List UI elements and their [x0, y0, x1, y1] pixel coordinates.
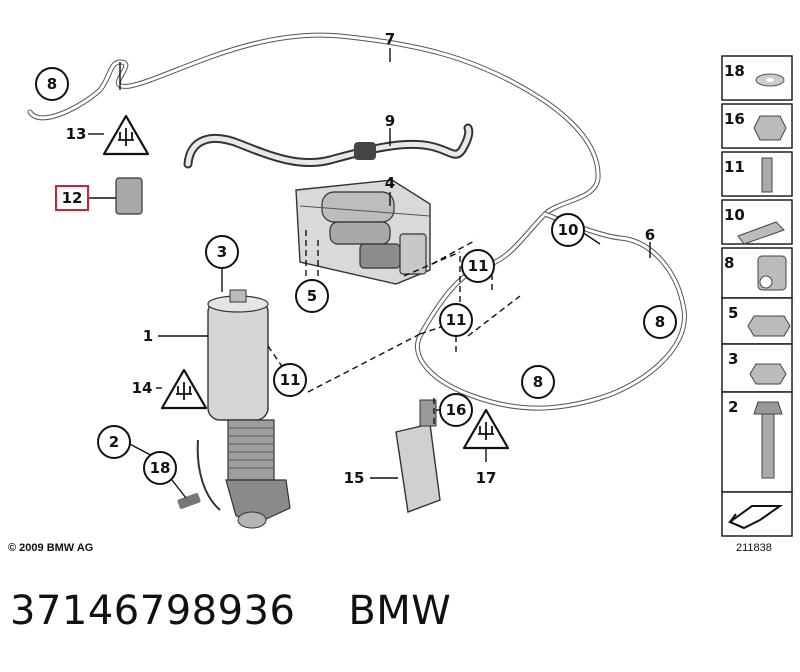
callout-4: 4	[385, 174, 395, 192]
callout-10: 10	[551, 213, 585, 247]
callout-11: 11	[439, 303, 473, 337]
svg-text:15: 15	[344, 469, 365, 487]
svg-text:13: 13	[66, 125, 87, 143]
compressor-unit	[295, 179, 431, 285]
callout-12: 12	[55, 185, 89, 211]
callout-16: 16	[439, 393, 473, 427]
legend-item-5: 5	[721, 297, 793, 345]
svg-text:10: 10	[724, 206, 745, 224]
svg-text:1: 1	[143, 327, 153, 345]
svg-text:8: 8	[724, 254, 734, 272]
callout-9: 9	[385, 112, 395, 130]
warning-triangle-icon	[160, 368, 208, 410]
svg-text:8: 8	[47, 75, 57, 93]
svg-text:18: 18	[724, 62, 745, 80]
svg-text:10: 10	[558, 221, 579, 239]
svg-text:16: 16	[724, 110, 745, 128]
svg-text:11: 11	[280, 371, 301, 389]
callout-5: 5	[295, 279, 329, 313]
callout-11: 11	[461, 249, 495, 283]
legend-item-16: 16	[721, 103, 793, 149]
callout-14: 14	[132, 379, 153, 397]
parts-diagram: 8 7 9 4 13 12 3 5 1 14 11 11 11 10	[27, 30, 793, 537]
relay-part-12	[115, 177, 143, 215]
callout-11: 11	[273, 363, 307, 397]
parts-legend: 18 16 11 10 8 5	[721, 55, 793, 537]
svg-text:12: 12	[62, 189, 83, 207]
svg-text:5: 5	[307, 287, 317, 305]
svg-text:11: 11	[446, 311, 467, 329]
svg-text:3: 3	[217, 243, 227, 261]
svg-text:16: 16	[446, 401, 467, 419]
svg-text:14: 14	[132, 379, 153, 397]
callout-15: 15	[344, 469, 365, 487]
legend-item-18: 18	[721, 55, 793, 101]
legend-item-11: 11	[721, 151, 793, 197]
svg-text:11: 11	[468, 257, 489, 275]
legend-item-2: 2	[721, 391, 793, 493]
hose-9	[183, 123, 474, 169]
callout-8: 8	[643, 305, 677, 339]
legend-item-8: 8	[721, 247, 793, 299]
svg-text:8: 8	[533, 373, 543, 391]
control-module	[395, 399, 441, 513]
diagram-id: 211838	[736, 542, 772, 554]
svg-text:4: 4	[385, 174, 395, 192]
svg-text:8: 8	[655, 313, 665, 331]
brand-name: BMW	[348, 588, 452, 634]
svg-text:2: 2	[728, 398, 738, 416]
svg-text:3: 3	[728, 350, 738, 368]
callout-2: 2	[97, 425, 131, 459]
svg-text:9: 9	[385, 112, 395, 130]
svg-text:5: 5	[728, 304, 738, 322]
svg-text:17: 17	[476, 469, 497, 487]
legend-item-10: 10	[721, 199, 793, 245]
svg-text:11: 11	[724, 158, 745, 176]
part-number: 37146798936	[10, 588, 296, 634]
callout-18: 18	[143, 451, 177, 485]
callout-3: 3	[205, 235, 239, 269]
air-line-7	[27, 32, 601, 217]
svg-text:18: 18	[150, 459, 171, 477]
copyright-text: © 2009 BMW AG	[8, 542, 94, 554]
svg-text:2: 2	[109, 433, 119, 451]
svg-text:7: 7	[385, 30, 395, 48]
callout-13: 13	[66, 125, 87, 143]
legend-item-3: 3	[721, 343, 793, 393]
callout-6: 6	[645, 226, 655, 244]
warning-triangle-icon	[102, 114, 150, 156]
return-arrow-icon	[721, 491, 793, 537]
callout-8: 8	[35, 67, 69, 101]
callout-7: 7	[385, 30, 395, 48]
air-strut	[177, 289, 291, 529]
svg-text:6: 6	[645, 226, 655, 244]
callout-17: 17	[476, 469, 497, 487]
callout-8: 8	[521, 365, 555, 399]
callout-1: 1	[143, 327, 153, 345]
part-number-footer: 37146798936 BMW	[10, 588, 451, 634]
